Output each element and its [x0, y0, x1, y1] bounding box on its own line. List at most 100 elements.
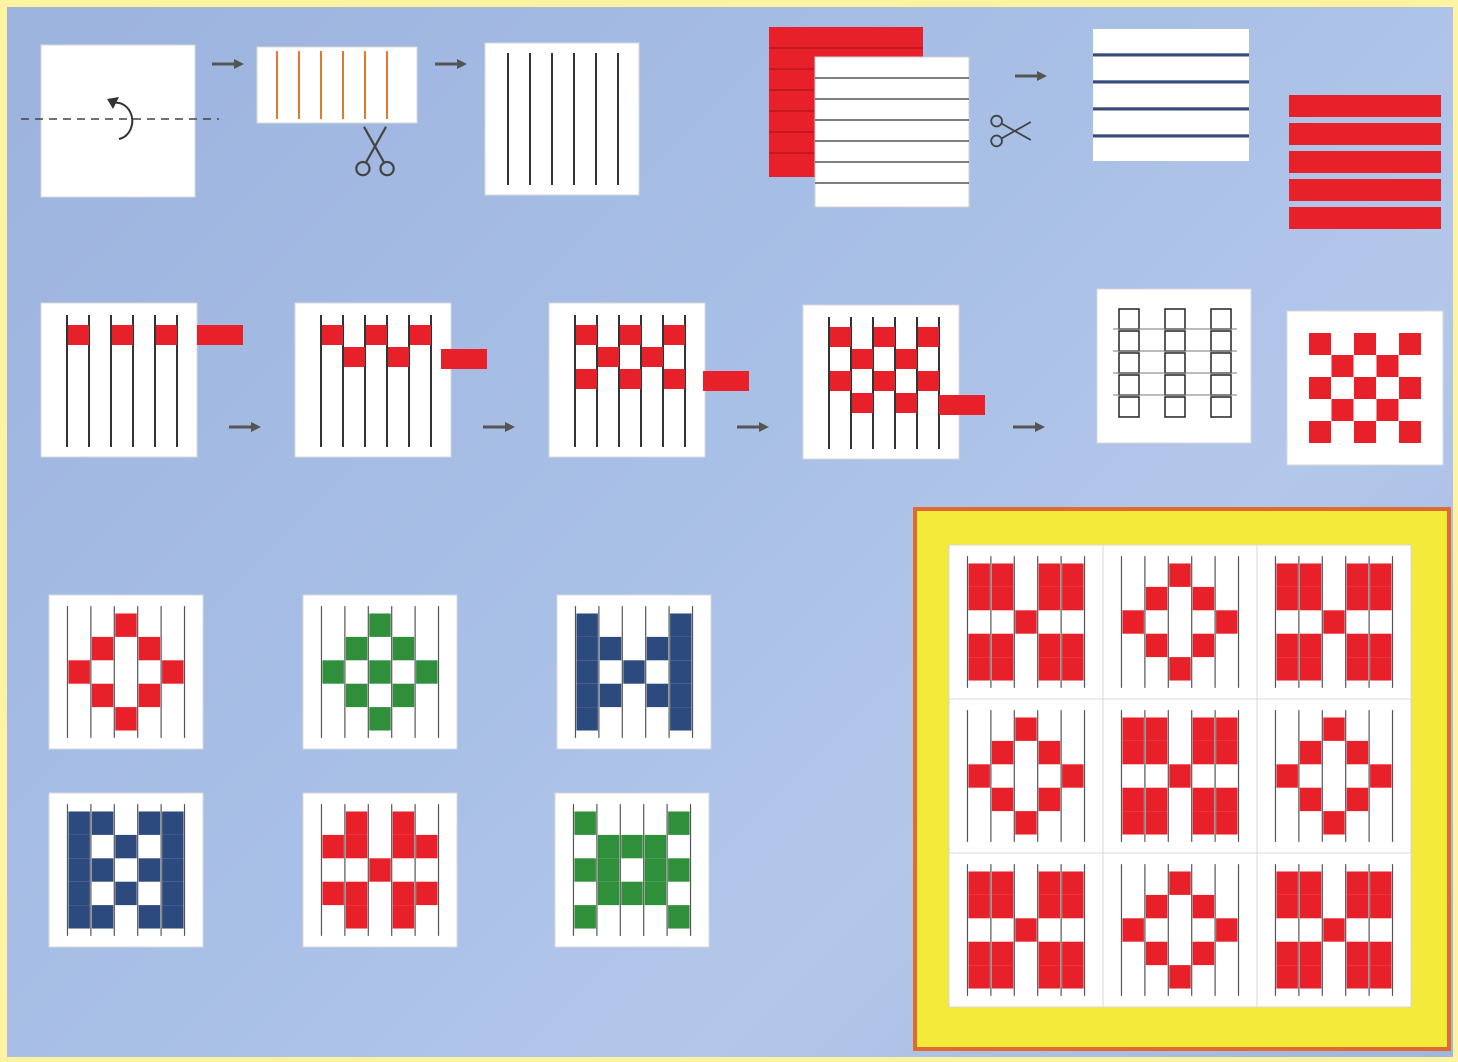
arrow-head: [251, 422, 261, 432]
woven-cell: [968, 764, 989, 787]
woven-cell: [600, 684, 621, 707]
woven-cell: [1323, 717, 1344, 740]
woven-cell: [645, 858, 666, 881]
woven-cell: [621, 835, 642, 858]
woven-cell: [992, 871, 1013, 894]
woven-cell: [1354, 421, 1376, 443]
woven-cell: [1300, 871, 1321, 894]
woven-cell: [1193, 942, 1214, 965]
arrow-head: [759, 422, 769, 432]
woven-cell: [1193, 587, 1214, 610]
paper-sheet: [1097, 289, 1251, 443]
woven-cell: [1122, 717, 1143, 740]
arrow-head: [234, 59, 244, 69]
woven-cell: [1193, 895, 1214, 918]
woven-cell: [1370, 895, 1391, 918]
woven-cell: [1039, 788, 1060, 811]
woven-cell: [1062, 764, 1083, 787]
woven-cell: [668, 811, 689, 834]
woven-cell: [1354, 377, 1376, 399]
woven-cell: [1039, 634, 1060, 657]
woven-result: [1287, 311, 1443, 465]
arrow-head: [457, 59, 467, 69]
woven-cell: [1332, 399, 1354, 421]
woven-cell: [664, 325, 685, 345]
woven-cell: [1300, 741, 1321, 764]
woven-cell: [576, 637, 597, 660]
woven-cell: [1146, 717, 1167, 740]
woven-cell: [1332, 355, 1354, 377]
red-strip: [441, 349, 487, 369]
board-tile-cross: [1257, 545, 1411, 699]
woven-cell: [1370, 634, 1391, 657]
woven-cell: [574, 905, 595, 928]
woven-cell: [92, 905, 113, 928]
woven-cell: [139, 858, 160, 881]
woven-cell: [92, 858, 113, 881]
woven-cell: [369, 707, 390, 730]
scissor-blade: [366, 127, 386, 162]
red-strip: [939, 395, 985, 415]
woven-cell: [1370, 563, 1391, 586]
woven-cell: [92, 684, 113, 707]
woven-cell: [874, 371, 895, 391]
woven-cell: [1122, 811, 1143, 834]
woven-cell: [416, 835, 437, 858]
woven-cell: [1300, 563, 1321, 586]
woven-cell: [620, 325, 641, 345]
sample-navy-loops: [49, 793, 203, 947]
board-tile-diamond: [1103, 853, 1257, 1007]
woven-cell: [369, 858, 390, 881]
woven-cell: [346, 905, 367, 928]
woven-cell: [1309, 377, 1331, 399]
woven-cell: [1300, 965, 1321, 988]
woven-cell: [1216, 610, 1237, 633]
woven-cell: [1039, 871, 1060, 894]
woven-cell: [1347, 634, 1368, 657]
woven-cell: [670, 613, 691, 636]
woven-cell: [1309, 421, 1331, 443]
woven-cell: [1323, 811, 1344, 834]
woven-cell: [1193, 741, 1214, 764]
woven-cell: [1062, 871, 1083, 894]
scissor-handle: [356, 162, 369, 175]
woven-cell: [852, 393, 873, 413]
woven-cell: [1347, 657, 1368, 680]
instruction-page: [7, 7, 1453, 1057]
woven-cell: [620, 369, 641, 389]
woven-cell: [1276, 657, 1297, 680]
woven-cell: [830, 327, 851, 347]
woven-cell: [968, 965, 989, 988]
woven-cell: [1122, 788, 1143, 811]
woven-cell: [896, 349, 917, 369]
woven-cell: [139, 684, 160, 707]
woven-cell: [115, 882, 136, 905]
woven-cell: [1347, 965, 1368, 988]
woven-cell: [992, 965, 1013, 988]
woven-cell: [139, 905, 160, 928]
woven-cell: [1276, 764, 1297, 787]
woven-cell: [1347, 587, 1368, 610]
woven-cell: [1370, 942, 1391, 965]
woven-cell: [322, 660, 343, 683]
woven-cell: [574, 811, 595, 834]
woven-cell: [896, 393, 917, 413]
woven-cell: [1146, 788, 1167, 811]
woven-cell: [346, 684, 367, 707]
woven-cell: [1276, 871, 1297, 894]
woven-cell: [92, 637, 113, 660]
woven-cell: [598, 858, 619, 881]
woven-cell: [1377, 399, 1399, 421]
red-strip: [197, 325, 243, 345]
woven-cell: [1347, 871, 1368, 894]
red-strip: [1289, 179, 1441, 201]
woven-cell: [670, 707, 691, 730]
woven-cell: [68, 325, 89, 345]
paper-strips-red: [1289, 95, 1441, 229]
woven-cell: [1323, 918, 1344, 941]
sample-red-cross: [303, 793, 457, 947]
woven-cell: [1276, 895, 1297, 918]
paper-sheet: [41, 45, 195, 197]
woven-cell: [670, 660, 691, 683]
white-sheet: [815, 57, 969, 207]
